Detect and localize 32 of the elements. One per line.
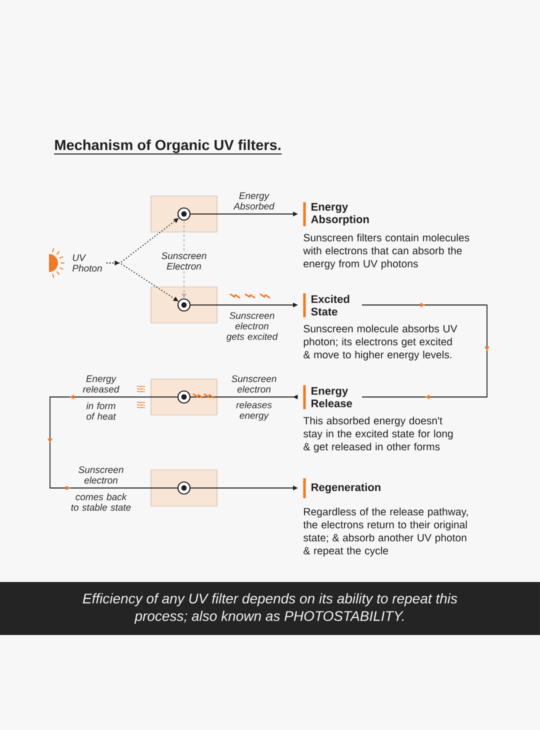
arrow — [362, 302, 490, 400]
heading: Regeneration — [312, 483, 380, 494]
edge-label: Sunscreen Electron — [158, 250, 210, 272]
title: Mechanism of Organic UV filters. — [54, 140, 282, 154]
edge-label: Energy released — [82, 375, 120, 393]
heading: Energy Release — [312, 387, 352, 408]
edge-label: Sunscreen electron gets excited — [226, 312, 278, 342]
footer-band: Efficiency of any UV filter depends on its ability to repeat this process; also known as PHOTOSTABILITY. — [0, 582, 540, 635]
arrow — [190, 394, 298, 400]
text-label: releases energy — [236, 401, 272, 421]
shaded-box — [150, 196, 218, 232]
description: Sunscreen molecule absorbs UV photon; its electrons get excited & move to higher energy levels. — [304, 324, 458, 360]
electron-circle — [177, 207, 191, 221]
edge-label: Sunscreen electron — [232, 375, 276, 393]
electron-circle — [177, 481, 191, 495]
dotted-arrow — [106, 260, 178, 302]
text-label: Sunscreen electron — [78, 466, 124, 484]
heading: Energy Absorption — [311, 203, 369, 226]
arrow — [48, 394, 178, 490]
shaded-box — [150, 470, 218, 506]
text-label: in form of heat — [86, 402, 116, 420]
shaded-box — [150, 378, 218, 416]
heading: Excited State — [311, 294, 350, 316]
description: This absorbed energy doesn't stay in the excited state for long & get released in other forms — [303, 416, 453, 452]
electron-circle — [177, 390, 191, 404]
electron-circle — [177, 298, 191, 312]
shaded-box — [150, 286, 218, 324]
text-label: comes back to stable state — [71, 493, 131, 511]
edge-label: Energy Absorbed — [233, 192, 275, 210]
description: Sunscreen filters contain molecules with electrons that can absorb the energy from UV photons — [303, 234, 470, 270]
description: Regardless of the release pathway, the electrons return to their original state; & absorb another UV photon & repeat the cycle — [303, 508, 468, 556]
text-label: UV Photon — [72, 254, 102, 272]
